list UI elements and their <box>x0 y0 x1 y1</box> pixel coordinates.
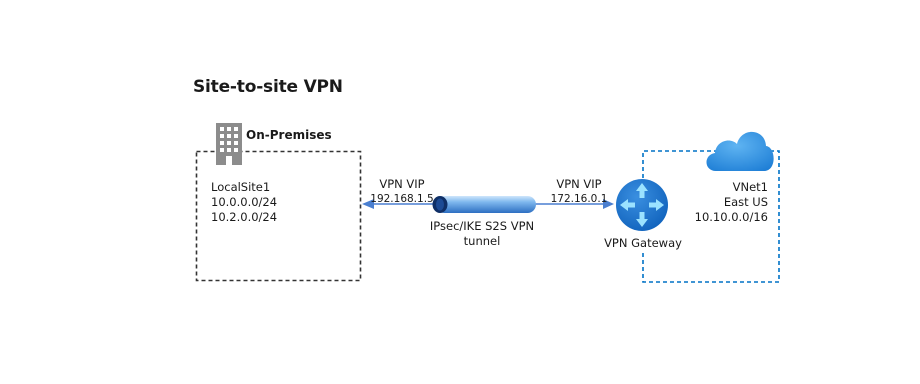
vnet-region: East US <box>723 195 768 209</box>
vpn-gateway-icon <box>616 179 668 231</box>
vnet-address-space: 10.10.0.0/16 <box>694 210 768 224</box>
onprem-vip-label: VPN VIP <box>379 177 425 191</box>
left-connector-arrow <box>362 199 440 209</box>
tunnel-label-line1: IPsec/IKE S2S VPN <box>429 219 535 233</box>
vpn-tunnel <box>432 196 536 213</box>
right-connector-arrow <box>528 199 614 209</box>
onprem-boundary <box>195 150 362 282</box>
azure-vip-ip: 172.16.0.1 <box>550 193 608 205</box>
onprem-vip-ip: 192.168.1.5 <box>370 193 434 205</box>
tunnel-label-line2: tunnel <box>463 234 501 248</box>
onprem-label: On-Premises <box>246 128 332 142</box>
vnet-name: VNet1 <box>732 180 768 194</box>
building-icon <box>216 123 242 165</box>
vpn-gateway-label: VPN Gateway <box>604 236 682 250</box>
azure-vip-label: VPN VIP <box>556 177 602 191</box>
local-prefix-2: 10.2.0.0/24 <box>211 210 278 224</box>
cloud-icon <box>706 131 774 171</box>
local-prefix-1: 10.0.0.0/24 <box>211 195 278 209</box>
diagram-title: Site-to-site VPN <box>193 77 343 97</box>
local-site-name: LocalSite1 <box>211 180 271 194</box>
vnet-boundary <box>642 150 780 283</box>
